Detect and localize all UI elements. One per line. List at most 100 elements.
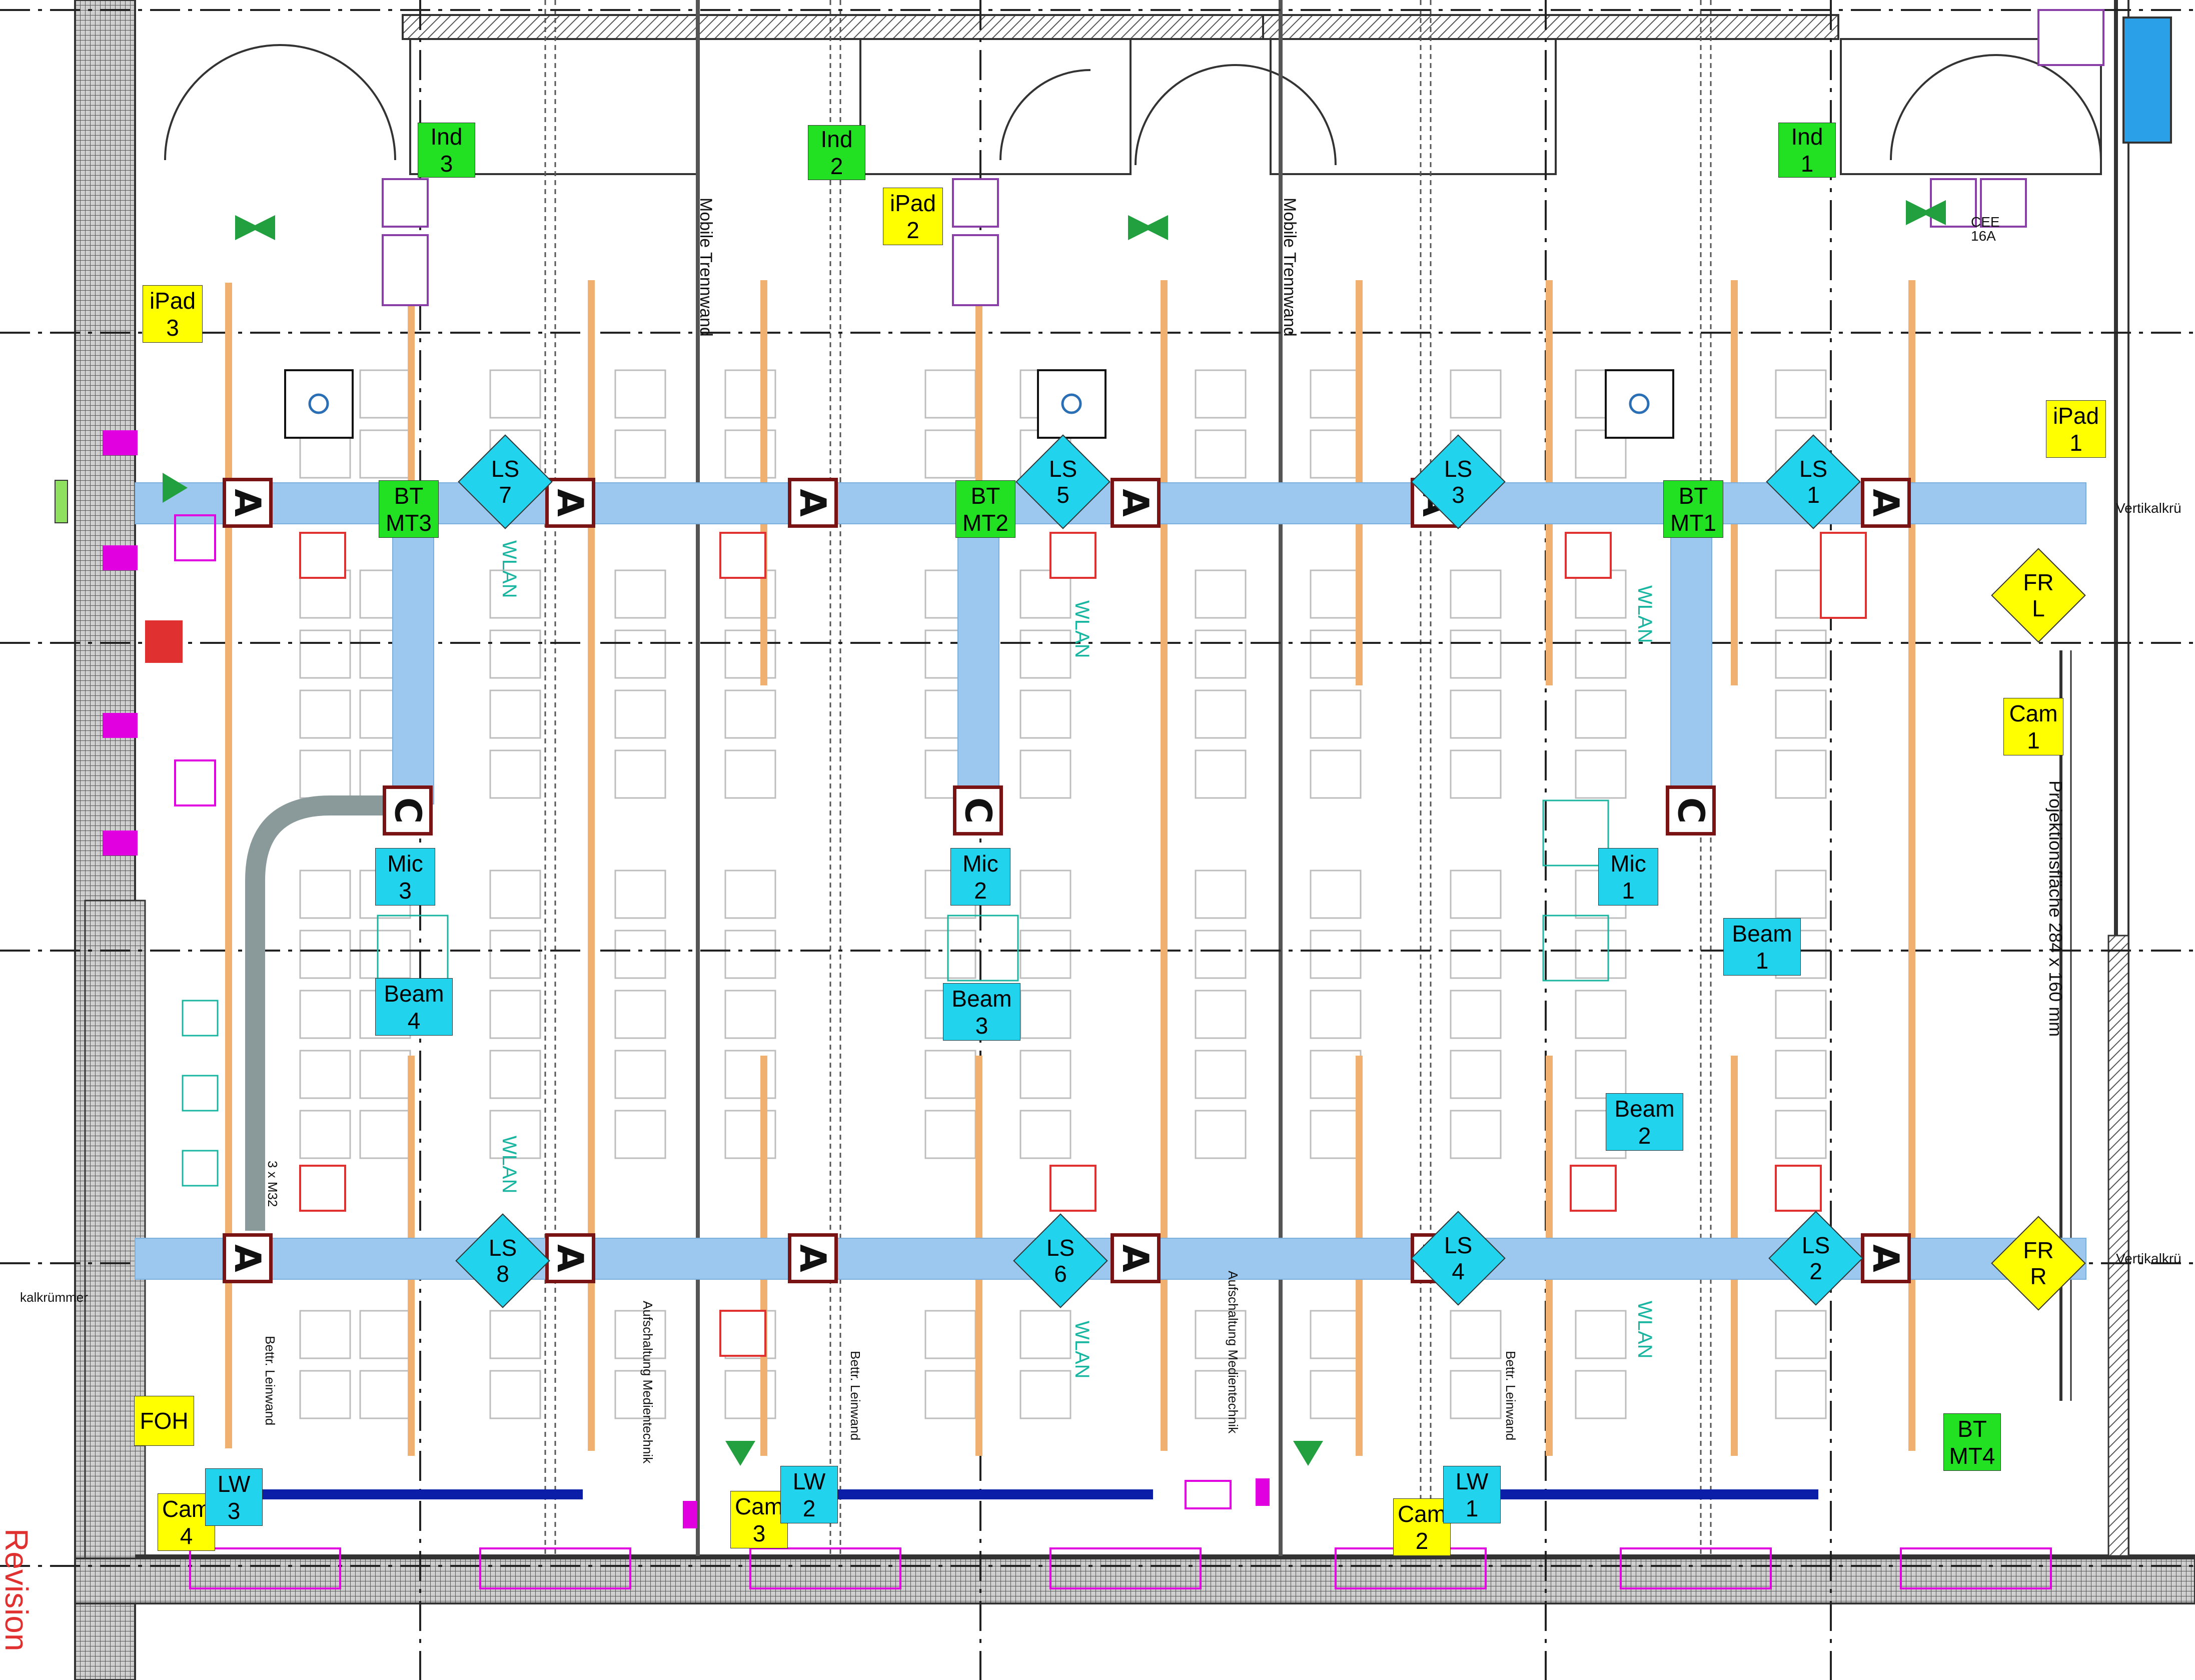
ceiling-tile [614, 629, 666, 679]
tray-box-a: A [1861, 478, 1911, 528]
ceiling-tile [489, 1370, 541, 1419]
ceiling-tile [1195, 1370, 1247, 1419]
ceiling-tile [924, 429, 976, 479]
screen-bars [245, 1489, 1818, 1499]
ceiling-tile [614, 930, 666, 979]
ceiling-tile [724, 870, 776, 919]
ceiling-tile [1575, 749, 1627, 799]
ceiling-tile [1310, 1310, 1362, 1359]
ceiling-tile [1450, 870, 1502, 919]
cable-bend [245, 795, 390, 1231]
ceiling-tile [614, 1050, 666, 1099]
ceiling-tile [614, 990, 666, 1039]
ceiling-tile [724, 429, 776, 479]
ceiling-tile [1575, 990, 1627, 1039]
ceiling-tile [614, 1370, 666, 1419]
ceiling-outlet-circles [308, 393, 1650, 414]
door-hardware-icons [174, 514, 2052, 1589]
ceiling-tile [1310, 990, 1362, 1039]
tray-box-a: A [1861, 1233, 1911, 1283]
ceiling-tile [1195, 569, 1247, 619]
ceiling-tile [1775, 569, 1827, 619]
ceiling-tile [1775, 749, 1827, 799]
ceiling-tile [1310, 429, 1362, 479]
ceiling-tile [489, 369, 541, 419]
media-label-1: Aufschaltung Medientechnik [640, 1301, 655, 1464]
ceiling-tile [299, 990, 351, 1039]
ceiling-tile [1450, 749, 1502, 799]
ceiling-tile [1195, 990, 1247, 1039]
ceiling-tile [1310, 930, 1362, 979]
tray-box-c: C [953, 785, 1003, 835]
wlan-label-5: WLAN [1071, 1321, 1093, 1379]
ceiling-tile [1019, 1110, 1071, 1159]
tray-box-a: A [1111, 478, 1161, 528]
ceiling-tile [614, 369, 666, 419]
fire-alarm-icons [299, 532, 1867, 1357]
ceiling-tile [614, 569, 666, 619]
ceiling-tile [614, 749, 666, 799]
screen-label-3: Bettr. Leinwand [1503, 1351, 1518, 1441]
ceiling-tile [614, 1110, 666, 1159]
ceiling-tile [1310, 749, 1362, 799]
partition-label-2: Mobile Trennwand [1280, 198, 1299, 337]
ceiling-tile [1195, 1310, 1247, 1359]
ceiling-tile [299, 870, 351, 919]
tray-box-a: A [223, 478, 273, 528]
ceiling-tile [1195, 369, 1247, 419]
wlan-label-3: WLAN [1634, 585, 1656, 643]
ceiling-tile [1450, 1310, 1502, 1359]
green-indicator [55, 480, 68, 523]
vertical-label-top: Vertikalkrü [2116, 500, 2181, 516]
ceiling-grid [299, 369, 1827, 1419]
tray-box-a: A [545, 478, 595, 528]
ceiling-tile [614, 1310, 666, 1359]
ceiling-tile [1310, 1110, 1362, 1159]
ceiling-tile [299, 1310, 351, 1359]
media-label-2: Aufschaltung Medientechnik [1226, 1271, 1241, 1434]
tray-box-a: A [1111, 1233, 1161, 1283]
ceiling-tile [1019, 749, 1071, 799]
ceiling-tile [724, 369, 776, 419]
screen-label-2: Bettr. Leinwand [848, 1351, 863, 1441]
ceiling-tile [924, 1110, 976, 1159]
wlan-label-6: WLAN [1634, 1301, 1656, 1359]
door-contacts [103, 430, 1270, 1528]
ceiling-tile [489, 930, 541, 979]
ceiling-tile [1195, 749, 1247, 799]
ceiling-tile [1310, 689, 1362, 739]
ceiling-tile [924, 1310, 976, 1359]
ceiling-tile [1310, 629, 1362, 679]
ceiling-tile [724, 629, 776, 679]
ceiling-tile [1575, 1370, 1627, 1419]
ceiling-tile [299, 749, 351, 799]
ceiling-tile [724, 990, 776, 1039]
ceiling-tile [489, 1310, 541, 1359]
cee-label: CEE 16A [1971, 214, 2000, 244]
ceiling-tile [1775, 990, 1827, 1039]
ceiling-tile [924, 930, 976, 979]
ceiling-tile [1775, 1370, 1827, 1419]
tray-box-a: A [545, 1233, 595, 1283]
ceiling-tile [1575, 930, 1627, 979]
partition-walls [544, 0, 1712, 1556]
ceiling-tile [359, 429, 411, 479]
cable-label: 3 x M32 [265, 1161, 280, 1207]
ceiling-tile [299, 930, 351, 979]
partition-label-1: Mobile Trennwand [696, 198, 715, 337]
ceiling-tile [1450, 369, 1502, 419]
ceiling-tile [359, 1310, 411, 1359]
